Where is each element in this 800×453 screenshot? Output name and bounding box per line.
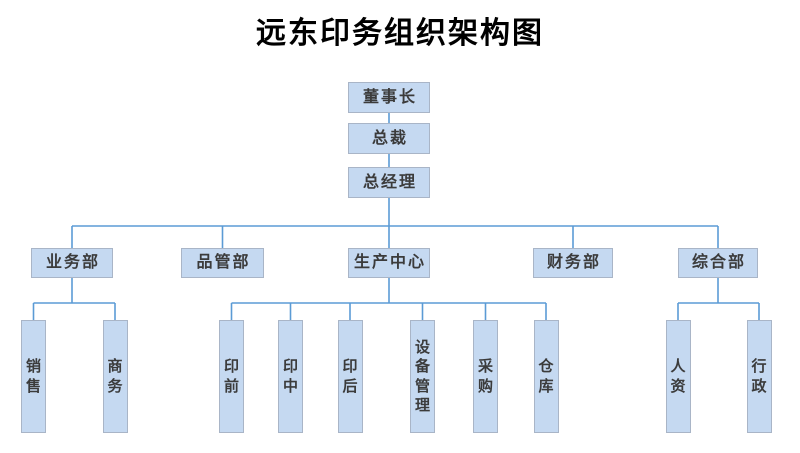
org-node-general-manager: 总经理 <box>348 167 430 198</box>
org-node-production-center: 生产中心 <box>348 248 430 278</box>
org-node-postpress: 印后 <box>337 320 363 433</box>
org-node-label: 销售 <box>25 358 41 395</box>
org-node-quality-dept: 品管部 <box>181 248 264 278</box>
org-node-label: 业务部 <box>45 254 100 271</box>
org-node-label: 设备管理 <box>414 338 430 415</box>
org-node-purchasing: 采购 <box>473 320 498 433</box>
org-node-label: 品管部 <box>196 254 251 271</box>
org-node-chairman: 董事长 <box>348 82 430 113</box>
org-node-label: 人资 <box>670 358 686 395</box>
org-node-label: 仓库 <box>538 358 554 395</box>
org-node-label: 财务部 <box>546 254 601 271</box>
org-node-equipment-management: 设备管理 <box>410 320 435 433</box>
org-node-label: 印中 <box>282 358 298 395</box>
org-node-prepress: 印前 <box>219 320 244 433</box>
org-node-administration: 行政 <box>746 320 772 433</box>
org-node-president: 总裁 <box>348 123 430 154</box>
org-node-sales: 销售 <box>21 320 46 433</box>
org-node-label: 总经理 <box>362 173 417 191</box>
org-node-general-affairs-dept: 综合部 <box>678 248 758 278</box>
org-node-finance-dept: 财务部 <box>533 248 613 278</box>
org-node-label: 董事长 <box>362 88 417 106</box>
org-node-label: 行政 <box>751 358 767 395</box>
org-node-label: 采购 <box>477 358 493 395</box>
chart-title: 远东印务组织架构图 <box>256 17 544 50</box>
org-node-warehouse: 仓库 <box>533 320 559 433</box>
org-node-label: 总裁 <box>371 129 408 147</box>
org-node-label: 生产中心 <box>353 254 426 271</box>
org-node-label: 综合部 <box>691 254 746 271</box>
org-node-business-dept: 业务部 <box>31 248 113 278</box>
org-node-press: 印中 <box>278 320 303 433</box>
org-node-label: 印前 <box>223 358 239 395</box>
org-node-label: 商务 <box>107 358 123 395</box>
org-node-human-resources: 人资 <box>665 320 691 433</box>
org-node-commerce: 商务 <box>102 320 128 433</box>
org-node-label: 印后 <box>342 358 358 395</box>
